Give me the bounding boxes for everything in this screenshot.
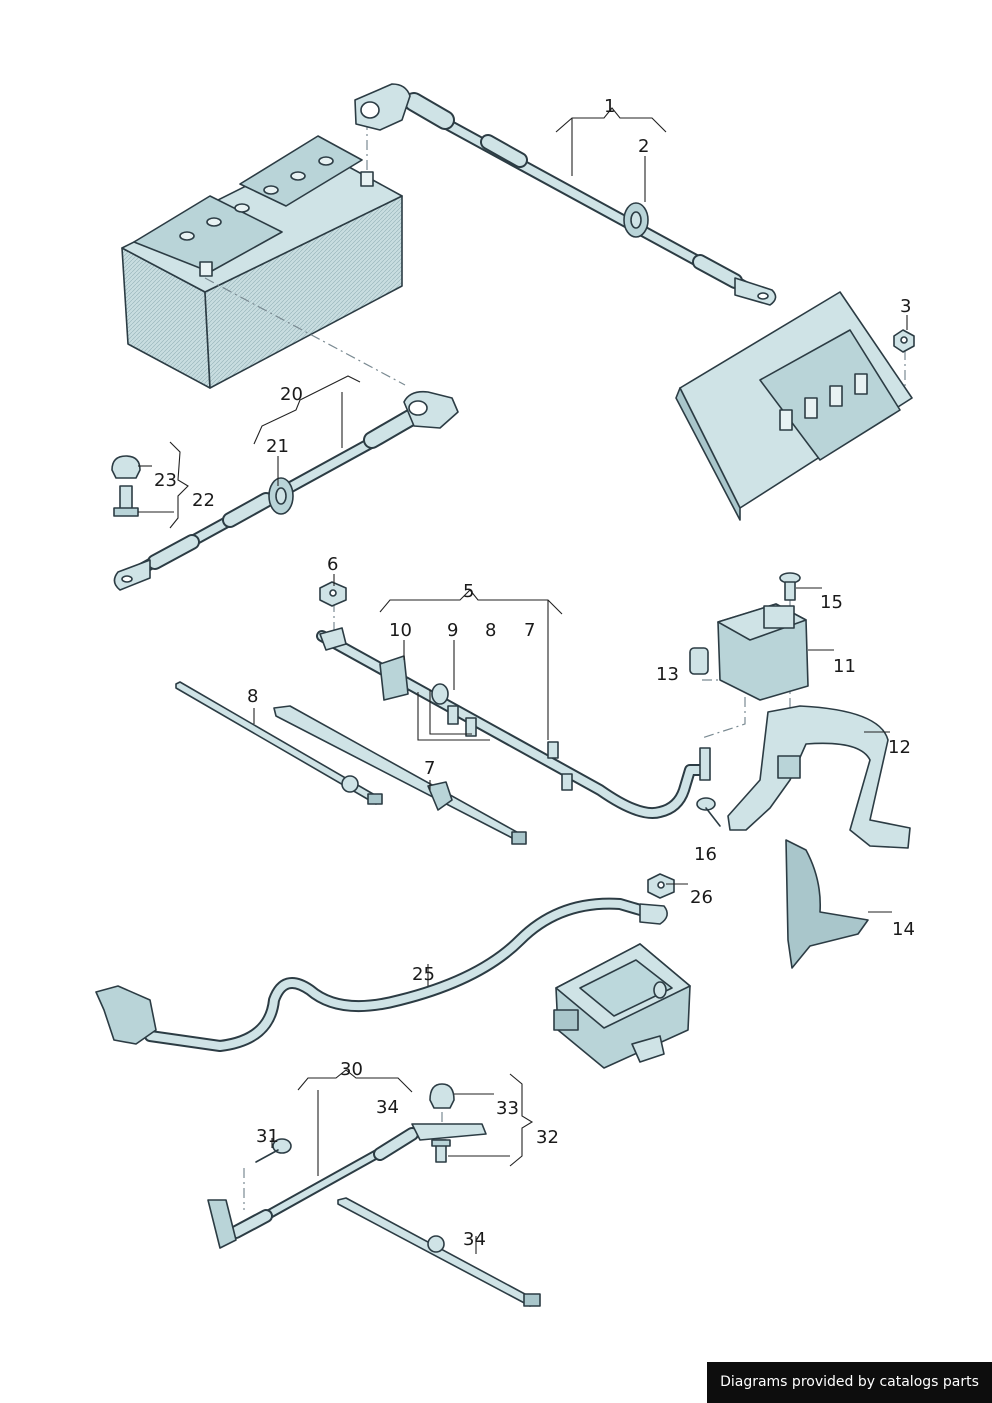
- nut-23: [111, 455, 141, 479]
- screw-15: [779, 572, 801, 601]
- label-8b: 8: [247, 686, 258, 707]
- label-12: 12: [888, 737, 911, 758]
- fuse-box: [675, 291, 913, 521]
- bolt-31: [255, 1138, 292, 1163]
- label-13: 13: [656, 664, 679, 685]
- label-34a: 34: [376, 1097, 399, 1118]
- label-20: 20: [280, 384, 303, 405]
- nut-26: [647, 873, 675, 899]
- label-23: 23: [154, 470, 177, 491]
- eyelet-5: [319, 627, 347, 651]
- label-8a: 8: [485, 620, 496, 641]
- cable-tie-7: [273, 705, 527, 845]
- label-31: 31: [256, 1126, 279, 1147]
- wiring-harness-5: [316, 630, 708, 819]
- label-7a: 7: [524, 620, 535, 641]
- credit-banner: Diagrams provided by catalogs parts: [707, 1362, 992, 1403]
- guide-line: [204, 277, 406, 386]
- battery: [121, 135, 403, 389]
- label-3: 3: [900, 296, 911, 317]
- label-30: 30: [340, 1059, 363, 1080]
- screw-16: [696, 797, 721, 827]
- label-26: 26: [690, 887, 713, 908]
- label-11: 11: [833, 656, 856, 677]
- label-6: 6: [327, 554, 338, 575]
- label-9: 9: [447, 620, 458, 641]
- cable-30: [207, 1123, 487, 1249]
- cable-25: [95, 897, 668, 1052]
- battery-positive-cable: [354, 83, 777, 306]
- label-22: 22: [192, 490, 215, 511]
- label-5: 5: [463, 581, 474, 602]
- cable-tie-34: [337, 1197, 541, 1307]
- label-16: 16: [694, 844, 717, 865]
- bracket-14: [785, 839, 869, 969]
- label-34b: 34: [463, 1229, 486, 1250]
- label-1: 1: [604, 96, 615, 117]
- label-33: 33: [496, 1098, 519, 1119]
- bracket-12: [727, 705, 911, 849]
- label-25: 25: [412, 964, 435, 985]
- bolt-32: [431, 1139, 451, 1163]
- bolt-22: [113, 485, 139, 517]
- nut-6: [319, 581, 347, 607]
- battery-negative-cable: [113, 390, 459, 591]
- stud-bolt: [699, 747, 711, 781]
- label-21: 21: [266, 436, 289, 457]
- leader-lines: [138, 107, 908, 1254]
- nut-3: [893, 329, 915, 353]
- label-7b: 7: [424, 758, 435, 779]
- label-2: 2: [638, 136, 649, 157]
- label-14: 14: [892, 919, 915, 940]
- control-unit-11: [717, 603, 809, 701]
- nut-33: [429, 1083, 455, 1109]
- label-10: 10: [389, 620, 412, 641]
- label-15: 15: [820, 592, 843, 613]
- cable-tie-8: [175, 681, 383, 805]
- label-32: 32: [536, 1127, 559, 1148]
- control-module: [553, 943, 691, 1069]
- sleeve-13: [689, 647, 709, 675]
